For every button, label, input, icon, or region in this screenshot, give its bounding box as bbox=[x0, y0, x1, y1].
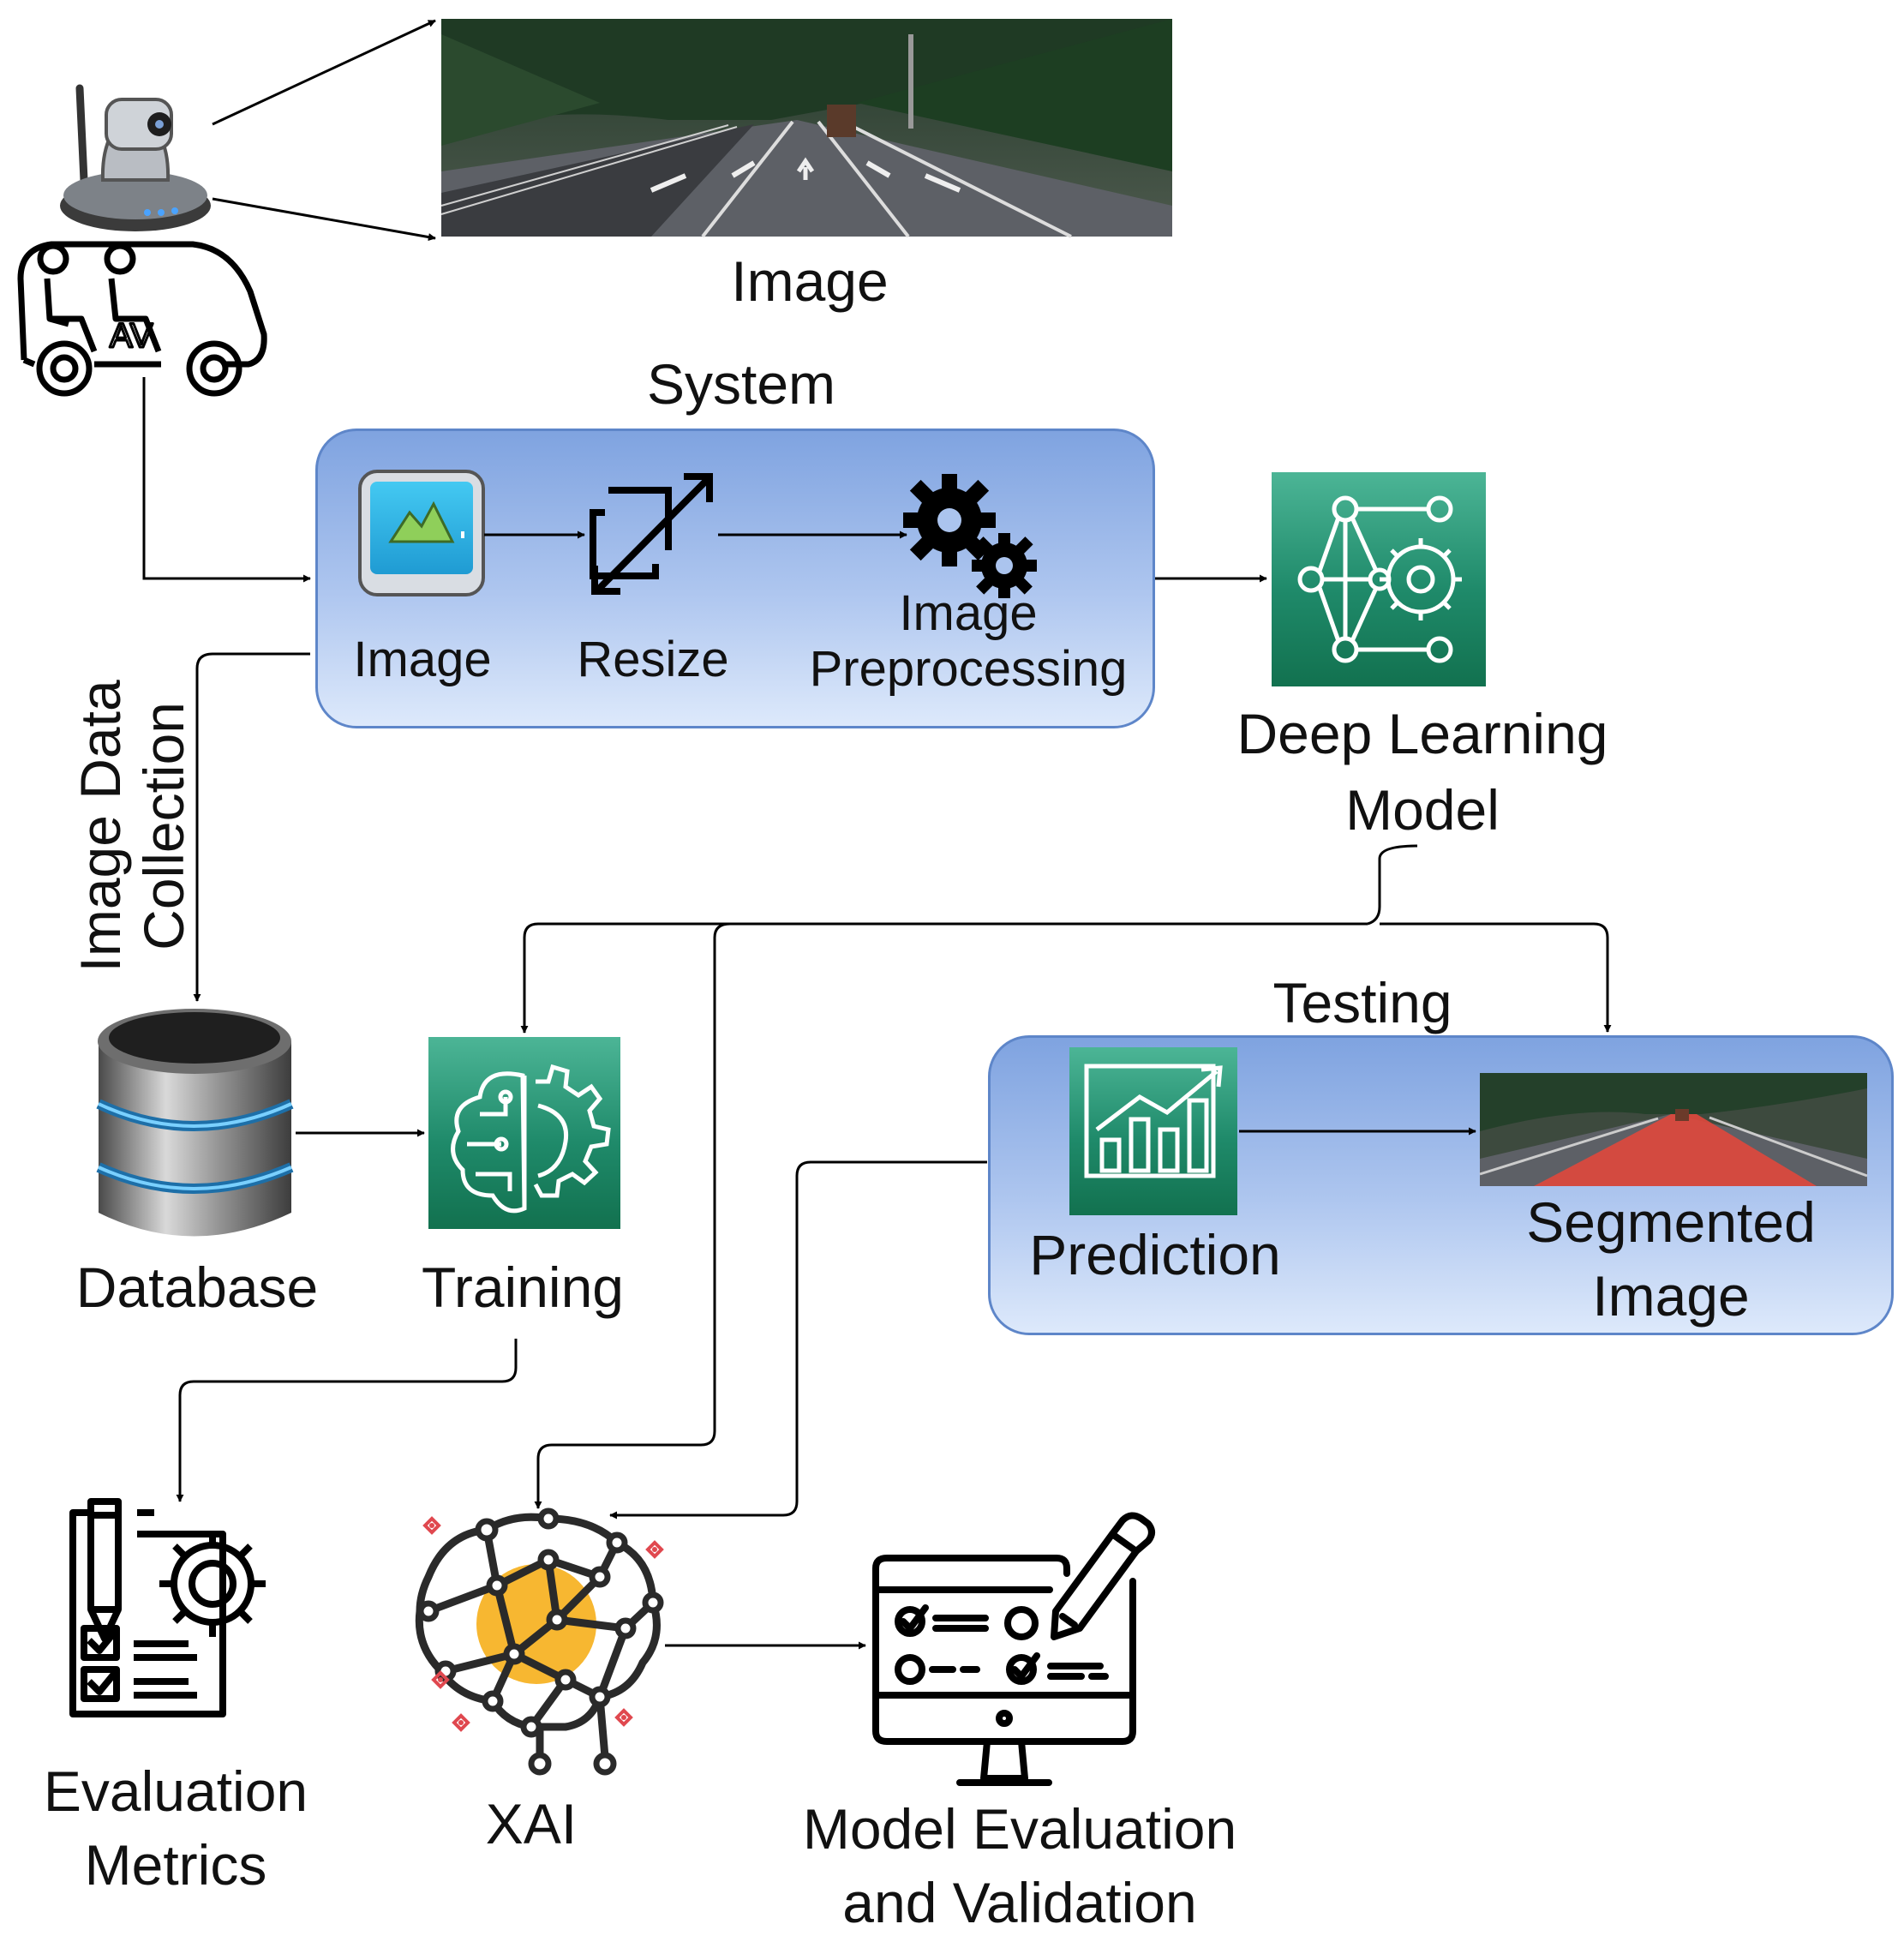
road-photo bbox=[440, 19, 1172, 238]
evaluation-metrics-label: Evaluation Metrics bbox=[9, 1755, 343, 1903]
segmented-road-photo bbox=[1479, 1073, 1868, 1186]
system-image-label: Image bbox=[353, 632, 492, 687]
data-collection-label-line1: Image Data bbox=[69, 680, 133, 973]
data-collection-label-line2: Collection bbox=[132, 702, 195, 950]
deep-learning-label-line1: Deep Learning bbox=[1236, 702, 1608, 765]
preprocessing-label-line1: Image bbox=[899, 585, 1038, 641]
xai-label: XAI bbox=[485, 1792, 578, 1855]
database-label: Database bbox=[75, 1256, 319, 1319]
ip-camera-icon bbox=[60, 84, 211, 231]
preprocessing-label: Image Preprocessing bbox=[780, 585, 1157, 698]
resize-label: Resize bbox=[577, 632, 729, 687]
database-icon bbox=[96, 1009, 294, 1237]
segmented-label-line2: Image bbox=[1592, 1263, 1750, 1328]
model-evaluation-label-line2: and Validation bbox=[842, 1870, 1197, 1934]
testing-title: Testing bbox=[1272, 971, 1452, 1034]
data-collection-label: Image Data Collection bbox=[69, 646, 196, 1006]
model-evaluation-label: Model Evaluation and Validation bbox=[754, 1793, 1285, 1940]
evaluation-metrics-label-line2: Metrics bbox=[84, 1832, 267, 1897]
evaluation-metrics-label-line1: Evaluation bbox=[43, 1759, 308, 1823]
neural-network-gear-icon bbox=[1297, 495, 1462, 663]
brain-gear-icon bbox=[451, 1064, 611, 1214]
bar-chart-growth-icon bbox=[1084, 1064, 1223, 1178]
svg-text:AV: AV bbox=[110, 317, 153, 355]
prediction-label: Prediction bbox=[1029, 1223, 1281, 1286]
model-evaluation-label-line1: Model Evaluation bbox=[802, 1797, 1237, 1861]
gears-icon bbox=[903, 474, 1037, 598]
autonomous-vehicle-icon: AV bbox=[17, 241, 267, 397]
deep-learning-label: Deep Learning Model bbox=[1183, 696, 1662, 848]
preprocessing-label-line2: Preprocessing bbox=[809, 640, 1128, 697]
image-top-label: Image bbox=[731, 249, 889, 313]
ai-brain-network-icon bbox=[415, 1507, 664, 1776]
connectors bbox=[142, 19, 1612, 1650]
segmented-label: Segmented Image bbox=[1457, 1186, 1885, 1334]
clipboard-gear-icon bbox=[69, 1498, 266, 1717]
resize-arrows-icon bbox=[590, 473, 713, 595]
system-title: System bbox=[646, 352, 836, 416]
image-app-icon bbox=[358, 470, 485, 596]
monitor-checklist-icon bbox=[872, 1512, 1155, 1786]
training-label: Training bbox=[422, 1256, 624, 1319]
deep-learning-label-line2: Model bbox=[1345, 778, 1500, 842]
segmented-label-line1: Segmented bbox=[1526, 1190, 1816, 1254]
